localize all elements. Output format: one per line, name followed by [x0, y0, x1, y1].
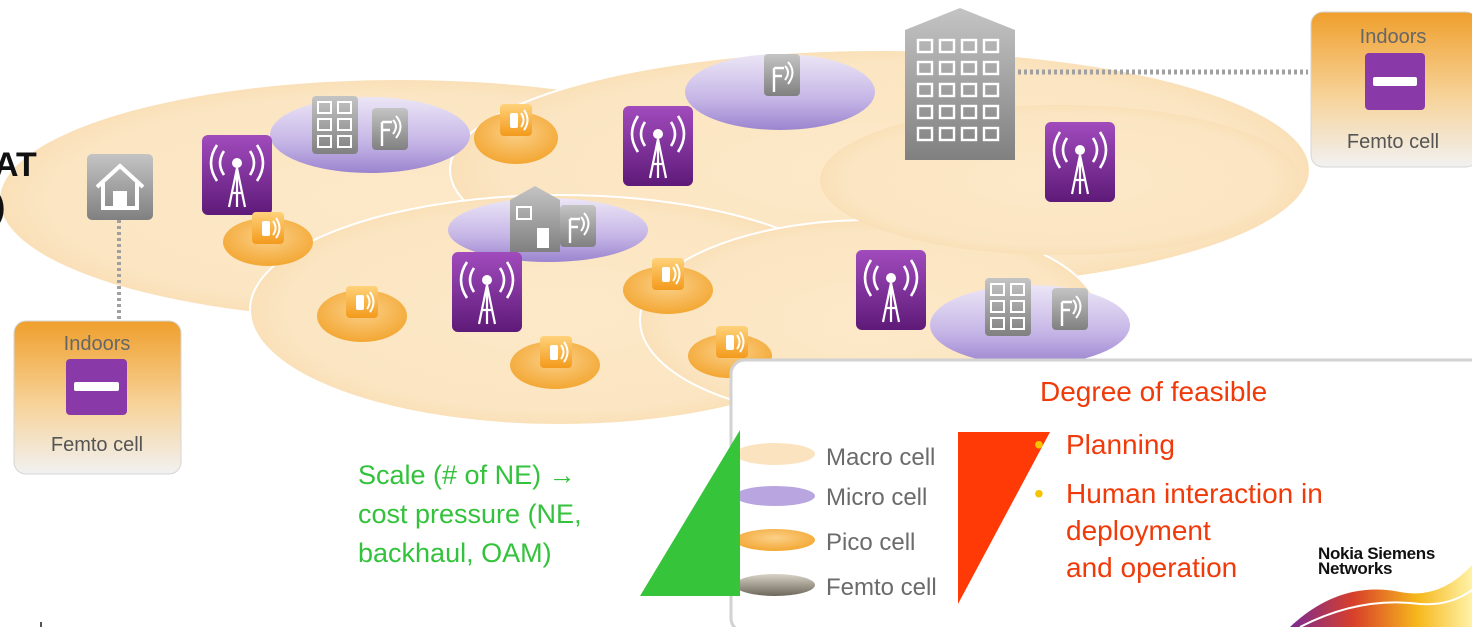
feasibility-item-line: deployment	[1066, 515, 1211, 546]
logo-line: Networks	[1318, 559, 1393, 578]
antenna-icon	[539, 335, 573, 369]
feasibility-list: • Planning • Human interaction in deploy…	[1034, 426, 1323, 586]
bullet-icon: •	[1034, 478, 1044, 509]
house-icon	[87, 154, 153, 220]
tower-icon	[621, 104, 695, 188]
antenna-icon	[499, 103, 533, 137]
router-icon	[74, 382, 119, 391]
indoor-label: Femto cell	[51, 434, 143, 456]
indoor-title: Indoors	[1360, 26, 1427, 48]
feasibility-item-line: Human interaction in	[1066, 478, 1323, 509]
antenna-icon	[370, 106, 410, 152]
antenna-icon	[715, 325, 749, 359]
nokia-siemens-logo-swoosh	[1290, 565, 1472, 627]
nokia-siemens-logo: Nokia Siemens Networks	[1318, 544, 1436, 578]
antenna-icon	[558, 203, 598, 249]
tower-icon	[1043, 120, 1117, 204]
indoor-femto-box: Indoors Femto cell	[13, 320, 182, 475]
feasibility-item-line: and operation	[1066, 552, 1238, 583]
antenna-icon	[762, 52, 802, 98]
scale-note: Scale (# of NE) → cost pressure (NE, bac…	[358, 456, 688, 573]
feasibility-title: Degree of feasible	[1040, 376, 1268, 407]
scale-line: cost pressure (NE,	[358, 499, 582, 529]
indoor-label: Femto cell	[1347, 131, 1439, 153]
tower-icon	[450, 250, 524, 334]
scale-triangle	[640, 430, 740, 596]
legend-label: Femto cell	[826, 574, 937, 601]
indoor-femto-box: Indoors Femto cell	[1310, 11, 1472, 168]
legend-label: Pico cell	[826, 529, 915, 556]
antenna-icon	[251, 211, 285, 245]
antenna-icon	[345, 285, 379, 319]
feasibility-item: • Planning	[1034, 426, 1323, 463]
router-icon	[1373, 77, 1417, 86]
scale-line: Scale (# of NE) →	[358, 460, 576, 490]
feasibility-item: • Human interaction in deployment and op…	[1034, 475, 1323, 586]
office-building-icon	[311, 95, 359, 155]
feasibility-triangle	[958, 432, 1050, 604]
office-building-icon	[510, 186, 560, 252]
tower-icon	[200, 133, 274, 217]
feasibility-item-line: Planning	[1066, 429, 1175, 460]
office-building-icon	[905, 8, 1015, 160]
antenna-icon	[1050, 286, 1090, 332]
legend-label: Micro cell	[826, 484, 927, 511]
tower-icon	[854, 248, 928, 332]
office-building-icon	[984, 277, 1032, 337]
logo-line: Nokia Siemens	[1318, 544, 1436, 563]
bullet-icon: •	[1034, 429, 1044, 460]
title-fragment: )	[0, 188, 5, 227]
antenna-icon	[651, 257, 685, 291]
title-fragment: AT	[0, 146, 37, 184]
legend-label: Macro cell	[826, 444, 935, 471]
scale-line: backhaul, OAM)	[358, 538, 552, 568]
femto-backhaul-links	[117, 69, 1308, 322]
indoor-title: Indoors	[64, 333, 131, 355]
